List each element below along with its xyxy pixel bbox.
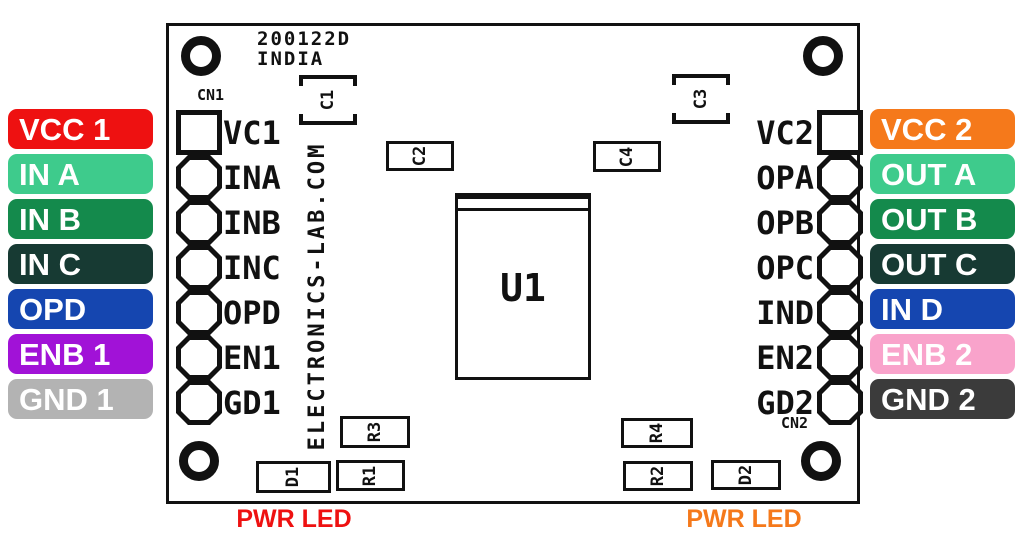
signal-chip-in-b: IN B: [8, 199, 153, 239]
octagon-pad-icon: [176, 155, 222, 200]
signal-chip-vcc1: VCC 1: [8, 109, 153, 149]
capacitor-c1: C1: [299, 74, 357, 126]
ic-outline-u1: U1: [455, 193, 591, 380]
connector-label-cn2: CN2: [781, 414, 809, 432]
pwr-led-annotation-left: PWR LED: [236, 505, 352, 533]
pad-label-gd2: GD2: [756, 384, 814, 422]
led-d1: D1: [256, 461, 331, 493]
led-d1-ref: D1: [283, 466, 304, 488]
pin-row-opd: OPD: [176, 290, 376, 335]
capacitor-c3-ref: C3: [690, 88, 711, 110]
pad-label-en2: EN2: [756, 339, 814, 377]
pin-row-gd1: GD1: [176, 380, 376, 425]
pad-label-inb: INB: [223, 204, 281, 242]
octagon-pad-icon: [817, 335, 863, 380]
pin-row-en1: EN1: [176, 335, 376, 380]
pad-label-opa: OPA: [756, 159, 814, 197]
signal-chip-in-a: IN A: [8, 154, 153, 194]
capacitor-bracket-icon: [672, 74, 730, 124]
board-date-code: 200122D: [257, 28, 352, 50]
octagon-pad-icon: [817, 380, 863, 425]
octagon-pad-icon: [176, 245, 222, 290]
pin-row-vc1: VC1: [176, 110, 376, 155]
octagon-pad-icon: [817, 155, 863, 200]
mounting-hole-top-right: [803, 36, 843, 76]
ic-ref-label: U1: [500, 266, 546, 310]
pad-label-opc: OPC: [756, 249, 814, 287]
octagon-pad-icon: [817, 245, 863, 290]
signal-chip-enb1: ENB 1: [8, 334, 153, 374]
pad-label-ind: IND: [756, 294, 814, 332]
connector-label-cn1: CN1: [197, 86, 225, 104]
pin-row-opa: OPA: [663, 155, 863, 200]
signal-chip-gnd2: GND 2: [870, 379, 1015, 419]
mounting-hole-top-left: [181, 36, 221, 76]
resistor-r1-ref: R1: [360, 465, 381, 486]
resistor-r4: R4: [621, 418, 693, 448]
signal-chip-out-a: OUT A: [870, 154, 1015, 194]
resistor-r4-ref: R4: [646, 422, 667, 444]
octagon-pad-icon: [176, 200, 222, 245]
capacitor-c4: C4: [593, 141, 661, 172]
board-origin: INDIA: [257, 48, 325, 70]
resistor-r3: R3: [340, 416, 410, 448]
signal-chip-in-c: IN C: [8, 244, 153, 284]
signal-chip-out-c: OUT C: [870, 244, 1015, 284]
pin-row-opc: OPC: [663, 245, 863, 290]
pin-row-inb: INB: [176, 200, 376, 245]
signal-chip-opd: OPD: [8, 289, 153, 329]
pin-row-ind: IND: [663, 290, 863, 335]
square-pad-icon: [176, 110, 222, 155]
mounting-hole-bottom-left: [179, 441, 219, 481]
pad-label-vc1: VC1: [223, 114, 281, 152]
capacitor-c2-ref: C2: [409, 145, 430, 167]
pwr-led-annotation-right: PWR LED: [686, 505, 802, 533]
pin-row-opb: OPB: [663, 200, 863, 245]
pin-row-inc: INC: [176, 245, 376, 290]
signal-chip-out-b: OUT B: [870, 199, 1015, 239]
led-d2: D2: [711, 460, 781, 490]
square-pad-icon: [817, 110, 863, 155]
mounting-hole-bottom-right: [801, 441, 841, 481]
signal-chip-in-d: IN D: [870, 289, 1015, 329]
capacitor-c4-ref: C4: [616, 146, 637, 167]
capacitor-bracket-icon: [299, 75, 357, 125]
pad-label-vc2: VC2: [756, 114, 814, 152]
signal-chip-gnd1: GND 1: [8, 379, 153, 419]
pin-row-vc2: VC2: [663, 110, 863, 155]
pad-label-opd: OPD: [223, 294, 281, 332]
led-d2-ref: D2: [735, 464, 756, 486]
pad-label-gd1: GD1: [223, 384, 281, 422]
pad-label-inc: INC: [223, 249, 281, 287]
pcb-board: 200122D INDIA CN1 CN2 ELECTRONICS-LAB.CO…: [166, 23, 863, 504]
pin-row-gd2: GD2: [663, 380, 863, 425]
octagon-pad-icon: [817, 290, 863, 335]
signal-chip-vcc2: VCC 2: [870, 109, 1015, 149]
resistor-r2-ref: R2: [647, 465, 668, 487]
pin-row-ina: INA: [176, 155, 376, 200]
resistor-r2: R2: [623, 461, 693, 491]
pad-label-opb: OPB: [756, 204, 814, 242]
capacitor-c3: C3: [672, 73, 730, 125]
capacitor-c1-ref: C1: [317, 89, 338, 111]
pad-label-ina: INA: [223, 159, 281, 197]
pad-label-en1: EN1: [223, 339, 281, 377]
octagon-pad-icon: [176, 380, 222, 425]
resistor-r1: R1: [336, 460, 405, 491]
octagon-pad-icon: [817, 200, 863, 245]
signal-chip-enb2: ENB 2: [870, 334, 1015, 374]
octagon-pad-icon: [176, 335, 222, 380]
capacitor-c2: C2: [386, 141, 454, 171]
ic-pin1-marking: [458, 208, 588, 211]
octagon-pad-icon: [176, 290, 222, 335]
pin-row-en2: EN2: [663, 335, 863, 380]
